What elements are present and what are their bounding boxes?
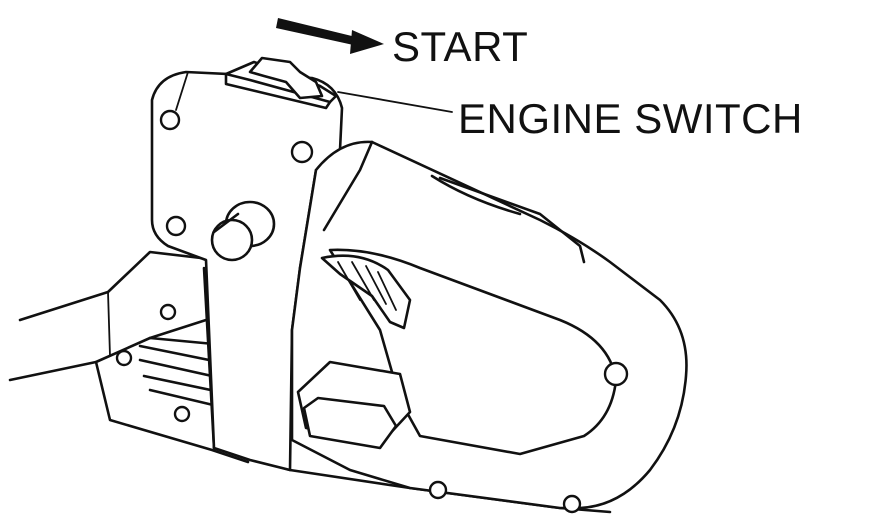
throttle-trigger <box>320 254 412 330</box>
lockout-button <box>296 360 412 450</box>
start-label: START <box>392 23 529 70</box>
engine-switch-leader-line <box>337 91 453 113</box>
engine-switch-label: ENGINE SWITCH <box>458 95 803 142</box>
arrow-right-icon <box>276 18 384 54</box>
engine-switch <box>224 56 338 110</box>
choke-knob <box>210 200 276 262</box>
